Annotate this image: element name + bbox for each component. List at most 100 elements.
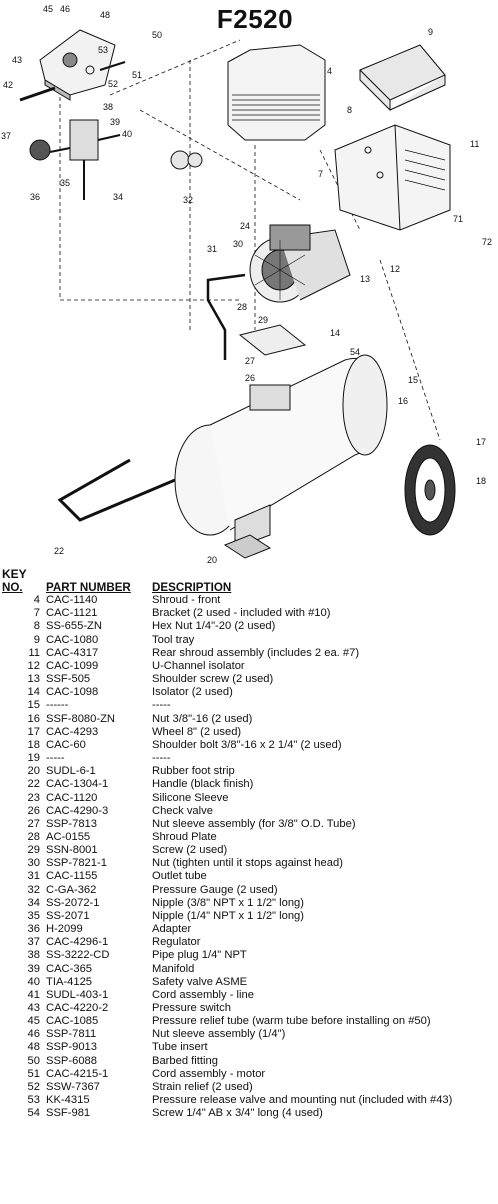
svg-text:39: 39 — [110, 117, 120, 127]
part-number: CAC-1155 — [46, 870, 98, 883]
part-number: CAC-1099 — [46, 659, 99, 672]
part-description: Safety valve ASME — [152, 975, 248, 988]
page-title: F2520 — [216, 4, 294, 34]
manifold-drawing — [29, 119, 203, 200]
part-description: Tube insert — [152, 1041, 208, 1054]
svg-text:14: 14 — [330, 328, 340, 338]
key-number: 15 — [27, 699, 40, 712]
part-number: CAC-4296-1 — [46, 936, 109, 949]
part-description: Screw (2 used) — [152, 844, 228, 857]
part-number: SUDL-403-1 — [46, 988, 109, 1001]
tank-drawing — [174, 354, 388, 549]
svg-text:50: 50 — [152, 30, 162, 40]
pressure-switch-drawing — [19, 29, 126, 102]
part-number: SSF-505 — [46, 673, 91, 686]
key-number: 37 — [27, 936, 40, 949]
key-number: 9 — [33, 633, 40, 646]
part-number: CAC-1080 — [46, 633, 99, 646]
front-shroud-drawing — [227, 44, 326, 141]
part-number: CAC-1120 — [46, 791, 98, 804]
column-header-part-number: PART NUMBER — [46, 581, 131, 594]
part-number: SSN-8001 — [46, 844, 98, 857]
table-row: 7 CAC-1121 Bracket (2 used - included with… — [0, 607, 452, 620]
svg-text:52: 52 — [108, 79, 118, 89]
svg-text:71: 71 — [453, 214, 463, 224]
key-number: 4 — [33, 594, 40, 607]
svg-text:18: 18 — [476, 476, 486, 486]
part-description: Cord assembly - motor — [152, 1067, 266, 1080]
key-number: 30 — [27, 857, 40, 870]
key-number: 34 — [27, 896, 40, 909]
part-number: SSP-9013 — [46, 1041, 97, 1054]
svg-text:54: 54 — [350, 347, 360, 357]
tool-tray-drawing — [359, 44, 446, 112]
part-description: Isolator (2 used) — [152, 686, 233, 699]
part-number: H-2099 — [46, 923, 83, 936]
key-number: 41 — [27, 988, 40, 1001]
key-number: 35 — [27, 909, 40, 922]
key-number: 7 — [33, 607, 40, 620]
part-description: Outlet tube — [152, 870, 207, 883]
part-description: Pressure Gauge (2 used) — [152, 883, 278, 896]
part-number: SS-2071 — [46, 909, 90, 922]
svg-text:27: 27 — [245, 356, 255, 366]
key-number: 20 — [27, 765, 40, 778]
part-description: Manifold — [152, 962, 195, 975]
key-number: 31 — [27, 870, 40, 883]
svg-text:29: 29 — [258, 315, 268, 325]
part-number: AC-0155 — [46, 830, 91, 843]
svg-text:22: 22 — [54, 546, 64, 556]
part-number: CAC-60 — [46, 738, 86, 751]
part-description: Rubber foot strip — [152, 765, 235, 778]
key-number: 17 — [27, 725, 40, 738]
key-number: 29 — [27, 844, 40, 857]
svg-text:15: 15 — [408, 375, 418, 385]
part-number: SSP-7811 — [46, 1028, 97, 1041]
part-description: Shroud Plate — [152, 830, 217, 843]
svg-text:26: 26 — [245, 373, 255, 383]
key-number: 50 — [27, 1054, 40, 1067]
part-description: Shoulder bolt 3/8"-16 x 2 1/4" (2 used) — [152, 738, 342, 751]
part-number: CAC-1121 — [46, 607, 98, 620]
part-number: CAC-4220-2 — [46, 1002, 109, 1014]
part-description: ----- — [152, 752, 171, 765]
part-number: CAC-1098 — [46, 686, 99, 699]
svg-text:28: 28 — [237, 302, 247, 312]
wheel-drawing — [404, 444, 456, 536]
part-description: Cord assembly - line — [152, 988, 254, 1001]
part-number: SSF-981 — [46, 1107, 91, 1120]
svg-text:13: 13 — [360, 274, 370, 284]
key-number: 39 — [27, 962, 40, 975]
svg-text:51: 51 — [132, 70, 142, 80]
key-number: 53 — [27, 1094, 40, 1107]
svg-text:31: 31 — [207, 244, 217, 254]
part-number: CAC-4215-1 — [46, 1067, 109, 1080]
part-number: CAC-4290-3 — [46, 804, 109, 817]
table-row: 15----------- — [0, 699, 452, 712]
part-description: Barbed fitting — [152, 1054, 218, 1067]
shroud-plate-drawing — [238, 324, 307, 356]
part-description: Bracket (2 used - included with #10) — [152, 607, 331, 620]
